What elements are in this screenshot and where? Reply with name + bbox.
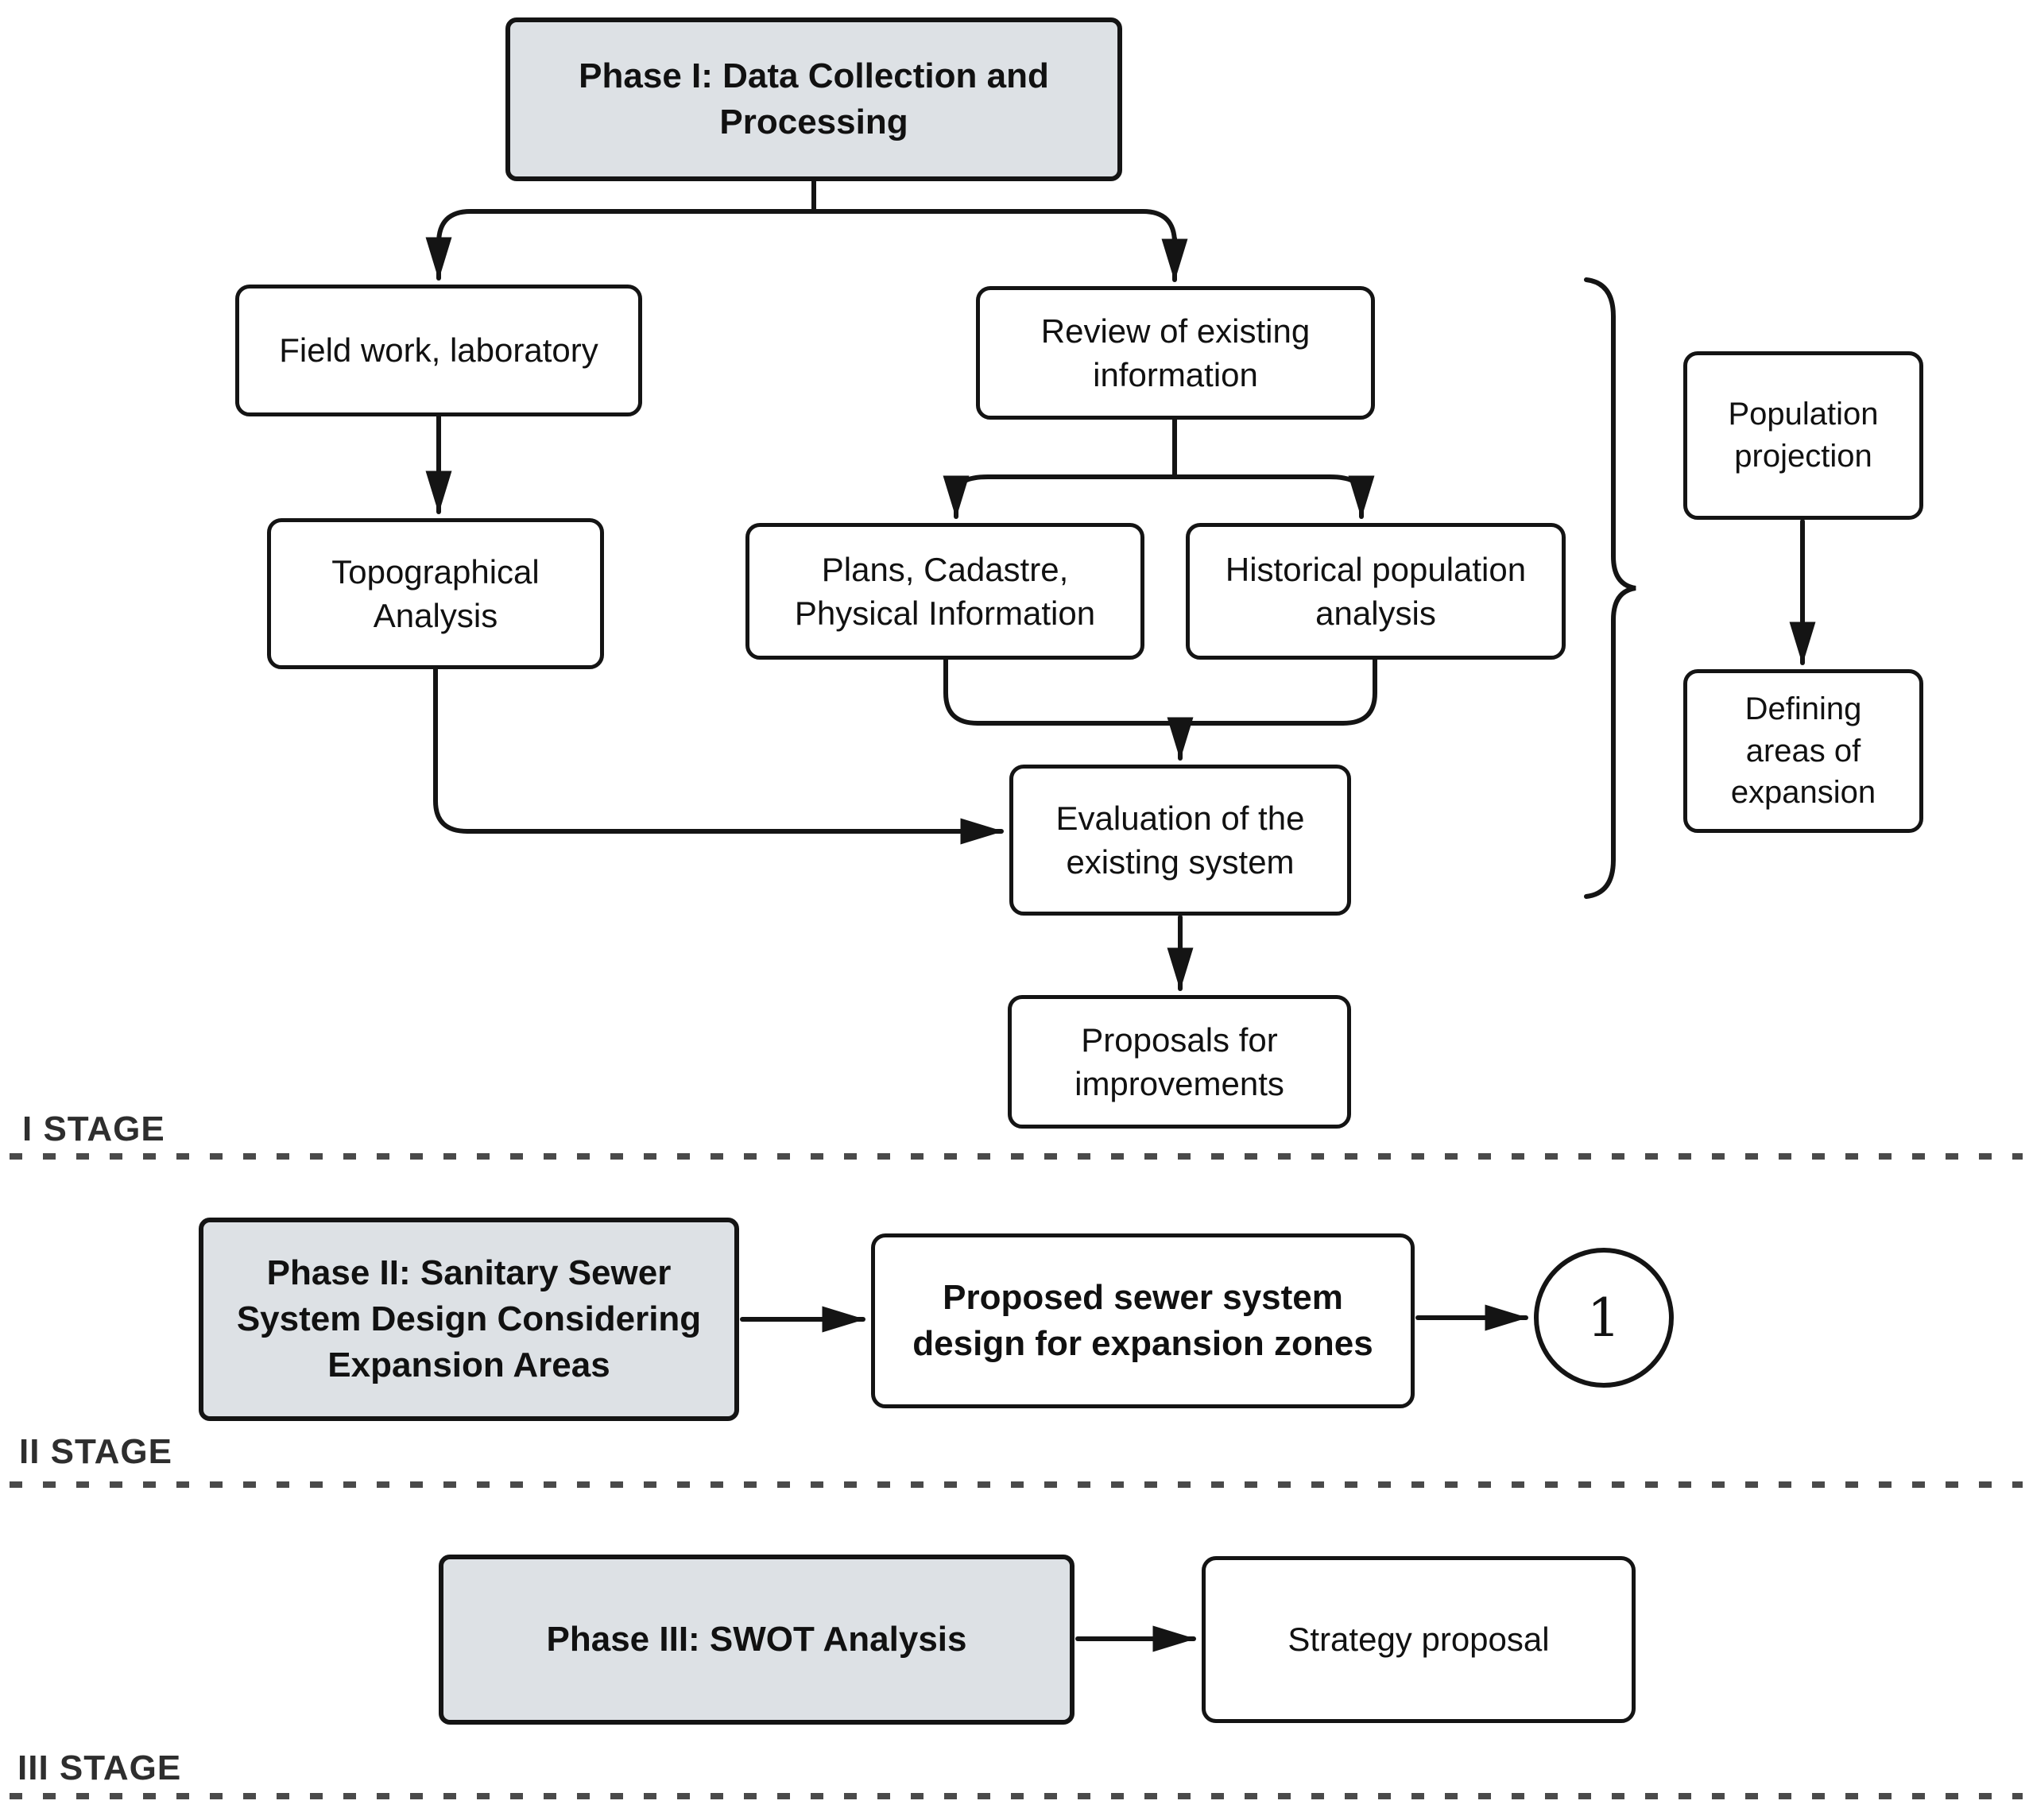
edge-merge-plans-historical [943, 657, 1377, 726]
node-phase2: Phase II: Sanitary Sewer System Design C… [199, 1218, 739, 1421]
stage-label-3: III STAGE [17, 1748, 182, 1787]
node-phase3-label: Phase III: SWOT Analysis [546, 1619, 967, 1659]
edge-phase1-split [436, 179, 1177, 257]
node-population: Population projection [1683, 351, 1923, 520]
node-plans: Plans, Cadastre, Physical Information [745, 523, 1144, 660]
node-strategy: Strategy proposal [1202, 1556, 1636, 1723]
node-phase2-label: Phase II: Sanitary Sewer System Design C… [236, 1253, 702, 1385]
node-historical: Historical population analysis [1186, 523, 1566, 660]
node-review: Review of existing information [976, 286, 1375, 420]
node-phase1: Phase I: Data Collection and Processing [505, 17, 1122, 181]
node-plans-label: Plans, Cadastre, Physical Information [794, 550, 1096, 632]
node-proposed-label: Proposed sewer system design for expansi… [912, 1277, 1373, 1363]
node-proposed: Proposed sewer system design for expansi… [871, 1233, 1415, 1408]
node-phase3: Phase III: SWOT Analysis [439, 1555, 1075, 1725]
edge-review-split [954, 417, 1364, 497]
node-topographical: Topographical Analysis [267, 518, 604, 669]
node-defining: Defining areas of expansion [1683, 669, 1923, 833]
node-fieldwork: Field work, laboratory [235, 285, 642, 416]
node-evaluation-label: Evaluation of the existing system [1055, 799, 1305, 881]
node-phase1-label: Phase I: Data Collection and Processing [579, 56, 1049, 141]
node-defining-label: Defining areas of expansion [1730, 691, 1876, 811]
grouping-brace [1584, 277, 1636, 899]
node-evaluation: Evaluation of the existing system [1009, 765, 1351, 916]
node-strategy-label: Strategy proposal [1287, 1621, 1550, 1659]
node-review-label: Review of existing information [1040, 312, 1311, 393]
stage-label-2: II STAGE [19, 1432, 172, 1471]
node-topographical-label: Topographical Analysis [331, 552, 540, 634]
edge-topographical-evaluation [433, 667, 1004, 845]
node-proposals: Proposals for improvements [1008, 995, 1351, 1129]
node-connector-1: 1 [1534, 1248, 1674, 1388]
node-proposals-label: Proposals for improvements [1075, 1020, 1284, 1102]
node-connector-1-label: 1 [1587, 1287, 1620, 1349]
node-population-label: Population projection [1728, 397, 1879, 474]
node-fieldwork-label: Field work, laboratory [279, 331, 598, 370]
node-historical-label: Historical population analysis [1225, 550, 1527, 632]
stage-label-1: I STAGE [22, 1109, 165, 1148]
